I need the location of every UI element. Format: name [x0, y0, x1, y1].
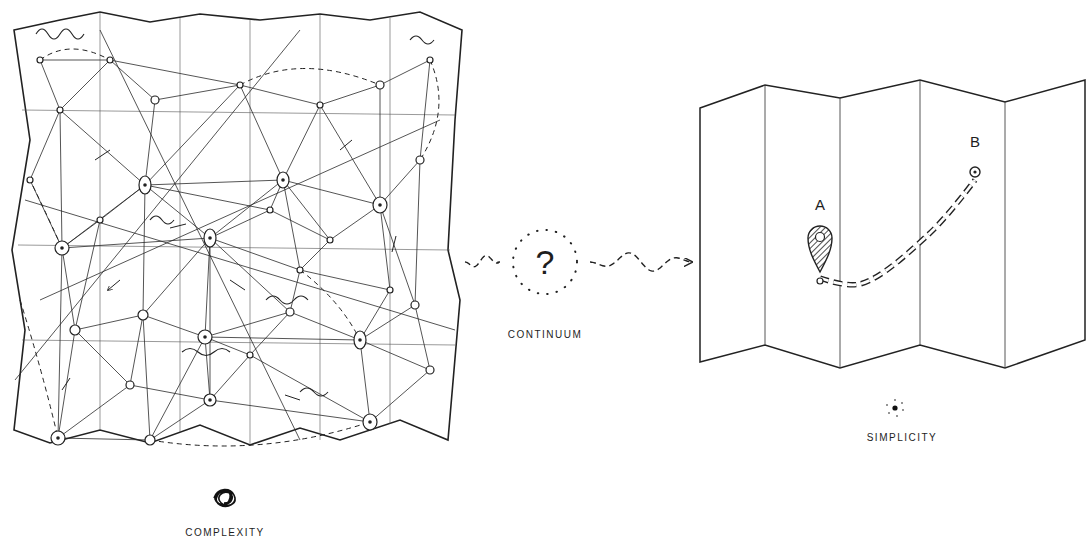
drawing-part [139, 176, 151, 194]
complexity-scribble [214, 489, 235, 506]
route-dash-outline [820, 180, 975, 285]
route-start-dot [817, 278, 823, 284]
drawing-part [886, 404, 888, 406]
drawing-part [902, 409, 904, 411]
drawing-part [37, 57, 43, 63]
drawing-part [27, 177, 33, 183]
connector-path [465, 255, 500, 266]
map-caption: SIMPLICITY [852, 431, 952, 445]
continuum-caption: CONTINUUM [500, 328, 590, 342]
drawing-part [416, 156, 424, 164]
drawing-part [358, 338, 362, 342]
drawing-part [97, 217, 103, 223]
map-caption: COMPLEXITY [165, 526, 285, 540]
complexity-map: COMPLEXITY [0, 0, 465, 550]
question-mark: ? [500, 222, 590, 302]
drawing-part [203, 335, 207, 339]
simplicity-map: SIMPLICITY A B [692, 75, 1085, 450]
connector-path [590, 253, 692, 271]
point-letter: B [962, 133, 988, 151]
dashed-route [817, 180, 975, 285]
drawing-part [247, 352, 253, 358]
drawing-part [151, 96, 159, 104]
drawing-part [237, 82, 243, 88]
end-point: B [962, 133, 988, 180]
drawing-part [204, 229, 216, 247]
location-pin [808, 226, 832, 272]
simplicity-dot [886, 399, 904, 417]
drawing-part [368, 420, 372, 424]
drawing-part [426, 366, 434, 374]
drawing-part [107, 57, 113, 63]
destination-centre [973, 170, 976, 173]
drawing-part [363, 414, 377, 430]
pin-hole [816, 233, 825, 242]
drawing-part [70, 325, 80, 335]
point-letter: A [805, 196, 835, 214]
start-pin: A [805, 196, 835, 278]
flow-arrows [62, 140, 396, 400]
drawing-part [126, 381, 134, 389]
drawing-part [378, 203, 382, 207]
drawing-part [143, 183, 147, 187]
drawing-part [286, 308, 294, 316]
drawing-part [208, 236, 212, 240]
wavy-connector [590, 253, 692, 271]
drawing-part [373, 197, 387, 213]
destination-point [970, 167, 980, 177]
drawing-part [354, 331, 366, 349]
dashed-routes [20, 49, 439, 446]
drawing-part [896, 415, 898, 417]
node-centres [56, 178, 382, 440]
drawing-part [267, 207, 273, 213]
drawing-part [145, 435, 155, 445]
drawing-part [198, 330, 212, 344]
drawing-part [208, 398, 212, 402]
drawing-part [387, 287, 393, 293]
drawing-part [894, 399, 896, 401]
drawing-part [411, 301, 419, 309]
complex-map [12, 12, 462, 506]
drawing-part [57, 107, 63, 113]
drawing-part [376, 81, 384, 89]
drawing-part [55, 241, 69, 255]
drawing-part [281, 178, 285, 182]
drawing-part [297, 267, 303, 273]
drawing-part [901, 402, 903, 404]
wavy-connector [465, 255, 500, 266]
wavy-routes [36, 29, 434, 396]
network-links [15, 30, 455, 440]
drawing-part [317, 102, 323, 108]
map-folds [18, 12, 455, 445]
simple-map [700, 80, 1085, 417]
drawing-part [427, 57, 433, 63]
route-dash-fill [820, 180, 975, 285]
network-nodes [27, 57, 434, 445]
drawing-part [892, 405, 897, 410]
drawing-part [204, 394, 216, 406]
map-outline [12, 12, 462, 445]
drawing-part [138, 310, 148, 320]
drawing-part [888, 412, 890, 414]
continuum-circle: ? CONTINUUM [500, 222, 590, 347]
drawing-part [60, 246, 64, 250]
drawing-part [277, 172, 289, 188]
map-outline [700, 80, 1085, 368]
drawing-part [327, 237, 333, 243]
map-folds [765, 80, 1005, 368]
drawing-part [51, 431, 65, 445]
drawing-part [56, 436, 60, 440]
